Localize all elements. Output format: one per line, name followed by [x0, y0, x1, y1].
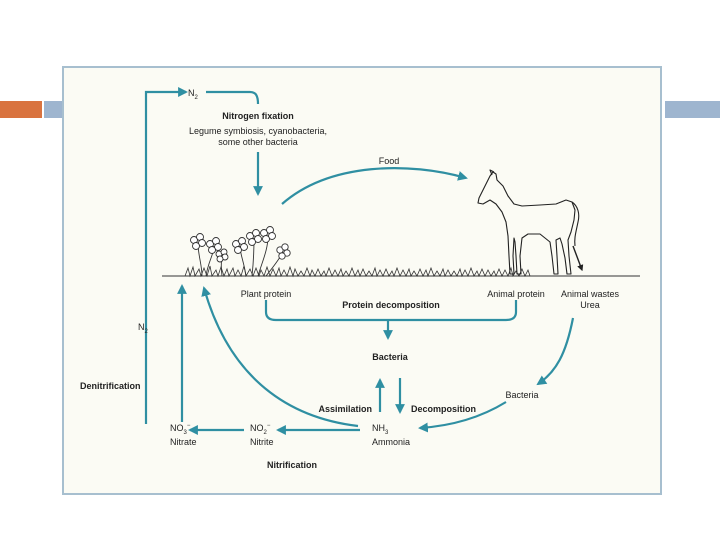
no2-label: NO2−	[250, 423, 271, 436]
clover-plant-icon	[191, 227, 291, 277]
protein-decomposition-label: Protein decomposition	[342, 300, 440, 310]
urea-to-bacteria-arrow	[538, 318, 573, 384]
grass-icon	[185, 266, 530, 276]
animal-protein-label: Animal protein	[487, 289, 545, 299]
food-label: Food	[379, 156, 400, 166]
nitrogen-fixation-label: Nitrogen fixation	[222, 111, 294, 121]
nitrite-label: Nitrite	[250, 437, 274, 447]
bacteria-right-label: Bacteria	[505, 390, 538, 400]
bacteria-center-label: Bacteria	[372, 352, 409, 362]
no3-label: NO3−	[170, 423, 191, 436]
assimilation-label: Assimilation	[318, 404, 372, 414]
n2-top-label: N2	[188, 88, 199, 101]
nh3-label: NH3	[372, 423, 389, 436]
urea-label: Urea	[580, 300, 600, 310]
waste-arrow	[573, 246, 582, 270]
fixation-desc-line2: some other bacteria	[218, 137, 298, 147]
nitrification-label: Nitrification	[267, 460, 317, 470]
plant-protein-label: Plant protein	[241, 289, 292, 299]
horse-icon	[478, 170, 579, 274]
denitrification-label: Denitrification	[80, 381, 141, 391]
decomposition-label: Decomposition	[411, 404, 476, 414]
animal-wastes-label: Animal wastes	[561, 289, 620, 299]
n2-return-arrow	[146, 92, 186, 424]
fixation-line	[206, 92, 258, 104]
ammonia-label: Ammonia	[372, 437, 410, 447]
fixation-desc-line1: Legume symbiosis, cyanobacteria,	[189, 126, 327, 136]
food-arrow	[282, 168, 466, 204]
nitrate-label: Nitrate	[170, 437, 197, 447]
